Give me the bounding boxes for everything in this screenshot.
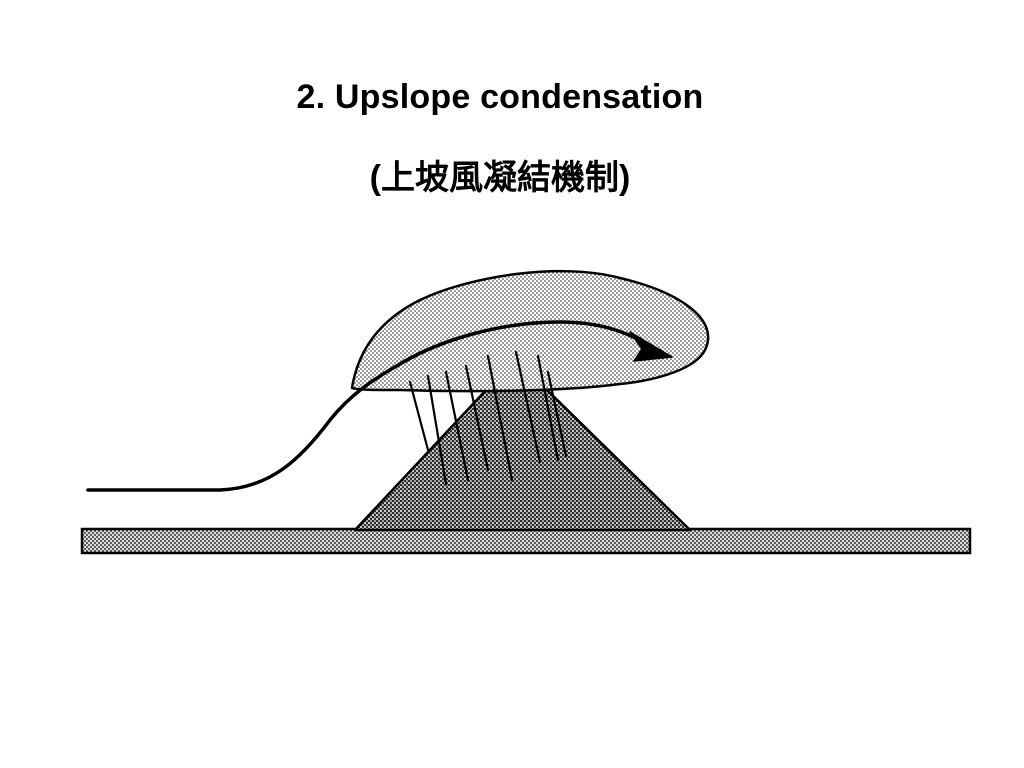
rain-streaks bbox=[408, 350, 568, 486]
ground-strip bbox=[80, 527, 972, 555]
slide-title: 2. Upslope condensation bbox=[296, 78, 704, 116]
wind-arrow-icon bbox=[629, 331, 673, 362]
wind-flow-line bbox=[86, 320, 657, 492]
mountain bbox=[353, 386, 692, 532]
cloud bbox=[350, 269, 710, 393]
slide-subtitle: (上坡風凝結機制) bbox=[369, 159, 631, 197]
